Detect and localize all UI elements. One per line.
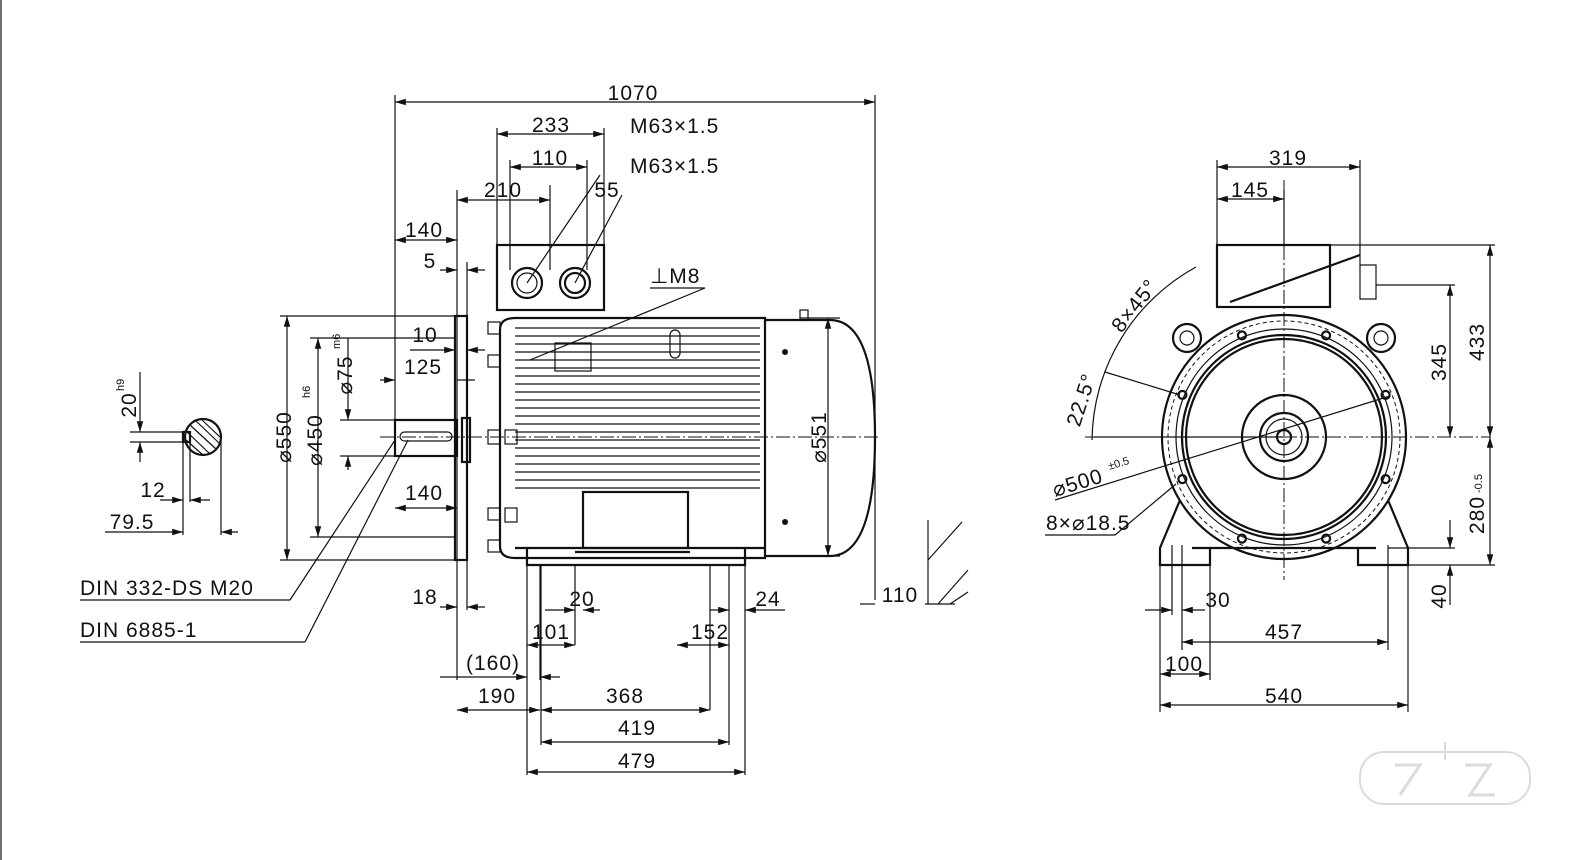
gland-label-2: M63×1.5 [630,155,719,178]
tol-h9: h9 [115,379,127,391]
dim-dia-550: ⌀550 [273,411,296,463]
dim-40: 40 [1428,583,1451,608]
dim-55: 55 [594,179,619,202]
gland-label-1: M63×1.5 [630,115,719,138]
bolt-hole [1236,330,1248,341]
dim-368: 368 [606,685,644,708]
note-key: DIN 6885-1 [80,619,197,642]
dim-419: 419 [618,717,656,740]
dim-20: 20 [569,588,594,611]
angle-22-5: 22.5° [1062,371,1101,430]
dim-101: 101 [532,621,570,644]
tol-pcd: ±0.5 [1107,455,1131,473]
dim-540: 540 [1265,685,1303,708]
dim-30: 30 [1205,589,1230,612]
lifting-thread-label: ⊥M8 [650,265,700,288]
bolt-hole [1177,473,1188,485]
dim-345: 345 [1428,343,1451,381]
dim-110-shaft-height: 110 [882,584,918,607]
dim-dia-75: ⌀75 [334,355,357,394]
dim-319: 319 [1269,147,1307,170]
dim-110-gland: 110 [532,147,568,170]
dim-479: 479 [618,750,656,773]
dim-10: 10 [412,324,437,347]
bolt-hole [1380,473,1391,485]
dim-433: 433 [1466,323,1489,361]
dim-5: 5 [424,250,437,273]
dim-233: 233 [532,114,570,137]
dim-100: 100 [1165,653,1203,676]
foot [581,490,690,550]
dim-125: 125 [404,356,442,379]
dim-140-top: 140 [405,219,443,242]
dim-24: 24 [755,588,780,611]
dim-18: 18 [412,586,437,609]
dim-key-height: 12 [140,479,165,502]
bolt-hole [1236,533,1248,544]
side-view: 1070 233 110 210 55 M63×1.5 M63×1.5 140 … [80,82,969,776]
bolt-hole [1320,533,1332,544]
note-center-hole: DIN 332-DS M20 [80,577,254,600]
dim-280: 280 [1466,496,1489,534]
dim-140-shaft: 140 [405,482,443,505]
end-view: 319 145 8×45° 22.5° ⌀500 ±0.5 8×⌀18.5 34… [1045,147,1495,712]
key-section: 20 h9 12 79.5 [105,372,238,536]
dim-145: 145 [1231,179,1269,202]
dim-key-width: 20 [118,392,141,417]
shaft [393,418,459,458]
dim-190: 190 [478,685,516,708]
dim-1070: 1070 [608,82,659,105]
dim-pcd: ⌀500 [1050,465,1106,502]
dim-457: 457 [1265,621,1303,644]
motor-body [498,316,767,560]
bolt-hole [1380,389,1391,401]
dim-160: (160) [466,652,520,675]
logo-watermark [1359,742,1531,805]
tol-280: -0.5 [1473,474,1485,493]
bolt-hole [1320,330,1332,341]
dim-shaft-height: 79.5 [110,511,155,534]
tol-h6: h6 [301,386,313,398]
dim-152: 152 [691,621,729,644]
bolt-holes-label: 8×⌀18.5 [1046,512,1130,535]
tol-m6: m6 [331,334,343,349]
angle-8x45: 8×45° [1107,275,1162,337]
dim-dia-551: ⌀551 [808,411,831,463]
dim-dia-450: ⌀450 [304,414,327,466]
dim-210: 210 [484,179,522,202]
